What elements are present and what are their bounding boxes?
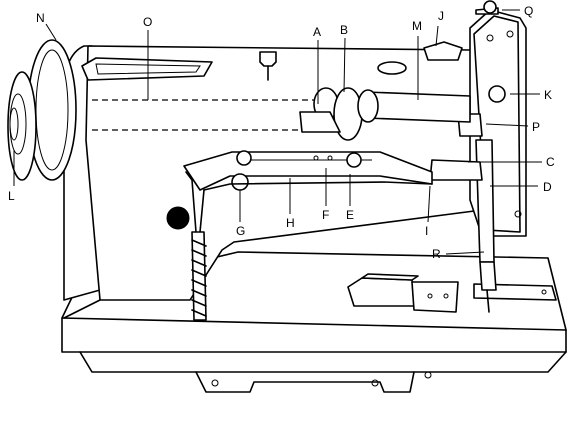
label-a: A [313, 25, 321, 39]
label-h: H [286, 216, 295, 230]
handwheel [7, 39, 77, 181]
label-q: Q [524, 4, 533, 18]
label-d: D [543, 180, 552, 194]
label-f: F [322, 208, 329, 222]
spring-rod [185, 171, 207, 321]
label-i: I [425, 224, 428, 238]
label-e: E [346, 208, 354, 222]
part-labels: A B C D E F G H I J K L M N O P Q R [8, 4, 555, 261]
label-n: N [36, 11, 45, 25]
label-o: O [143, 15, 152, 29]
label-k: K [544, 88, 552, 102]
needle-bar-assembly [429, 113, 497, 313]
label-g: G [236, 224, 245, 238]
lifting-lever [183, 150, 433, 191]
label-b: B [340, 23, 348, 37]
label-p: P [532, 120, 540, 134]
spool-pin [259, 41, 463, 81]
label-j: J [438, 9, 444, 23]
label-l: L [8, 189, 15, 203]
leader-lines [13, 9, 542, 255]
label-r: R [432, 247, 441, 261]
tension-assembly [299, 87, 471, 141]
slide-plates [347, 273, 557, 379]
label-c: C [546, 155, 555, 169]
label-m: M [412, 19, 422, 33]
oil-plug [166, 206, 190, 230]
